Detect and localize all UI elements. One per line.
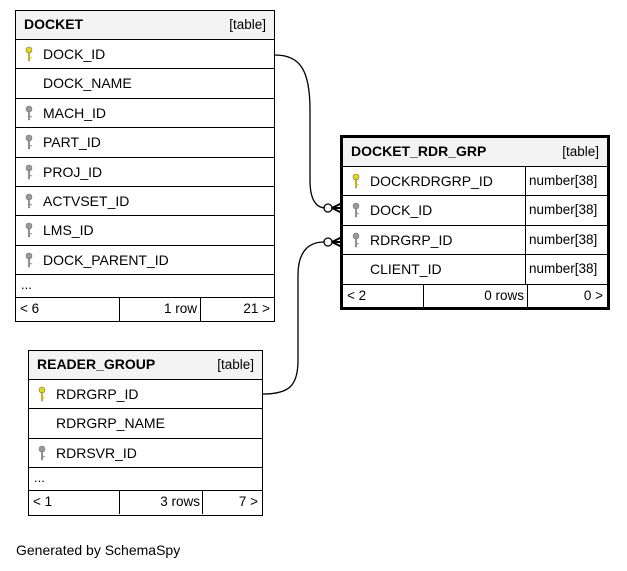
more-columns: ... bbox=[16, 275, 274, 299]
column-list: DOCKRDRGRP_ID number[38] DOCK_ID number[38]… bbox=[343, 167, 607, 285]
table-name: DOCKET bbox=[24, 16, 84, 32]
column-row[interactable]: DOCK_NAME bbox=[16, 69, 274, 99]
column-name: ACTVSET_ID bbox=[43, 192, 130, 209]
table-footer: < 2 0 rows 0 > bbox=[343, 284, 607, 308]
table-reader-group[interactable]: READER_GROUP [table] RDRGRP_ID RDRGRP_NAM… bbox=[28, 350, 263, 516]
parent-count: < 1 bbox=[33, 494, 53, 510]
column-name: DOCK_ID bbox=[370, 202, 433, 219]
primary-key-icon bbox=[352, 173, 360, 189]
column-row[interactable]: RDRGRP_NAME bbox=[29, 409, 262, 439]
column-list: RDRGRP_ID RDRGRP_NAME RDRSVR_ID bbox=[29, 380, 262, 469]
column-row[interactable]: CLIENT_ID number[38] bbox=[343, 255, 607, 285]
column-name: RDRGRP_ID bbox=[370, 231, 453, 248]
primary-key-icon bbox=[25, 46, 33, 62]
relation-docket-to-docket-rdr-grp bbox=[274, 54, 327, 209]
foreign-key-icon bbox=[25, 222, 33, 238]
column-row[interactable]: PROJ_ID bbox=[16, 158, 274, 187]
more-columns: ... bbox=[29, 468, 262, 492]
table-footer: < 6 1 row 21 > bbox=[16, 298, 274, 322]
table-kind: [table] bbox=[562, 144, 599, 159]
column-row[interactable]: ACTVSET_ID bbox=[16, 187, 274, 217]
parent-count: < 2 bbox=[347, 287, 367, 303]
foreign-key-icon bbox=[25, 105, 33, 121]
relation-end-circle bbox=[323, 237, 333, 247]
row-count: 1 row bbox=[119, 298, 201, 322]
column-row[interactable]: DOCKRDRGRP_ID number[38] bbox=[343, 167, 607, 197]
column-row[interactable]: PART_ID bbox=[16, 128, 274, 158]
child-count: 21 > bbox=[200, 298, 274, 322]
column-row[interactable]: RDRGRP_ID bbox=[29, 380, 262, 410]
column-name: PROJ_ID bbox=[43, 163, 103, 180]
foreign-key-icon bbox=[352, 202, 360, 218]
column-name: DOCK_NAME bbox=[43, 75, 132, 92]
column-row[interactable]: RDRGRP_ID number[38] bbox=[343, 225, 607, 256]
column-row[interactable]: DOCK_PARENT_ID bbox=[16, 246, 274, 276]
row-count: 3 rows bbox=[119, 491, 204, 515]
column-name: DOCKRDRGRP_ID bbox=[370, 173, 493, 189]
parent-count: < 6 bbox=[20, 301, 40, 317]
foreign-key-icon bbox=[25, 164, 33, 180]
column-name: CLIENT_ID bbox=[370, 261, 442, 278]
child-count: 0 > bbox=[527, 284, 607, 308]
column-name: DOCK_PARENT_ID bbox=[43, 251, 169, 268]
relation-end-circle bbox=[323, 203, 333, 213]
column-row[interactable]: DOCK_ID number[38] bbox=[343, 196, 607, 226]
column-name: PART_ID bbox=[43, 134, 101, 151]
primary-key-icon bbox=[38, 386, 46, 402]
column-row[interactable]: DOCK_ID bbox=[16, 40, 274, 70]
foreign-key-icon bbox=[25, 193, 33, 209]
foreign-key-icon bbox=[352, 232, 360, 248]
foreign-key-icon bbox=[25, 252, 33, 268]
column-name: RDRSVR_ID bbox=[56, 444, 137, 461]
table-name: DOCKET_RDR_GRP bbox=[351, 143, 487, 159]
column-type: number[38] bbox=[525, 167, 607, 196]
column-row[interactable]: MACH_ID bbox=[16, 99, 274, 129]
table-header: READER_GROUP [table] bbox=[29, 351, 262, 380]
column-name: LMS_ID bbox=[43, 222, 94, 239]
column-type: number[38] bbox=[525, 255, 607, 284]
column-type: number[38] bbox=[525, 225, 607, 255]
table-header: DOCKET_RDR_GRP [table] bbox=[343, 138, 607, 167]
column-type: number[38] bbox=[525, 196, 607, 225]
table-docket[interactable]: DOCKET [table] DOCK_ID DOCK_NAME MACH_ID PA… bbox=[15, 10, 275, 322]
relation-reader-group-to-docket-rdr-grp bbox=[262, 241, 325, 395]
generated-by-note: Generated by SchemaSpy bbox=[16, 542, 181, 558]
column-name: RDRGRP_NAME bbox=[56, 415, 165, 432]
column-name: RDRGRP_ID bbox=[56, 386, 139, 402]
table-name: READER_GROUP bbox=[37, 356, 156, 372]
foreign-key-icon bbox=[25, 134, 33, 150]
column-row[interactable]: RDRSVR_ID bbox=[29, 439, 262, 469]
column-name: MACH_ID bbox=[43, 104, 107, 121]
row-count: 0 rows bbox=[423, 284, 528, 308]
foreign-key-icon bbox=[38, 445, 46, 461]
column-list: DOCK_ID DOCK_NAME MACH_ID PART_ID PROJ_ID ACT… bbox=[16, 40, 274, 276]
column-row[interactable]: LMS_ID bbox=[16, 216, 274, 246]
child-count: 7 > bbox=[202, 491, 262, 515]
column-name: DOCK_ID bbox=[43, 46, 106, 62]
table-kind: [table] bbox=[229, 17, 266, 32]
table-footer: < 1 3 rows 7 > bbox=[29, 491, 262, 515]
table-kind: [table] bbox=[217, 357, 254, 372]
table-header: DOCKET [table] bbox=[16, 11, 274, 40]
